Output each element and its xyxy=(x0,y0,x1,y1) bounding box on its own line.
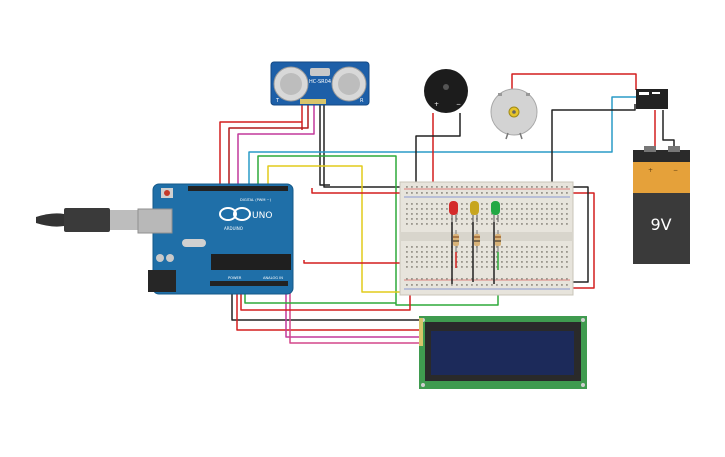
ultrasonic-side-label-left: T xyxy=(275,98,280,104)
breadboard-holes xyxy=(406,186,568,286)
resistors xyxy=(453,230,501,252)
piezo-buzzer[interactable]: + − xyxy=(424,69,468,113)
resistor-3[interactable] xyxy=(495,230,501,252)
wire-red-5v-rail xyxy=(311,188,405,194)
buzzer-minus-label: − xyxy=(456,101,461,108)
arduino-logo xyxy=(219,207,251,221)
dc-motor[interactable] xyxy=(490,88,538,140)
resistor-1[interactable] xyxy=(453,230,459,252)
wire-black-relay-battery xyxy=(662,110,675,150)
arduino-uno-label: UNO xyxy=(252,211,272,221)
ultrasonic-side-label-right: R xyxy=(360,98,364,104)
wire-red-gnd-breadboard xyxy=(240,283,411,311)
wire-red-ultrasonic-vcc xyxy=(219,121,303,186)
wire-black-rail-right xyxy=(566,186,589,283)
wire-black-ultrasonic-ground-2 xyxy=(323,104,405,188)
wire-red-rail-right xyxy=(570,192,595,289)
wires xyxy=(219,73,675,344)
lcd-display[interactable] xyxy=(419,316,587,389)
resistor-2[interactable] xyxy=(474,230,480,252)
wire-pink-lcd-scl xyxy=(289,290,420,344)
usb-cable xyxy=(36,213,64,227)
wire-black-lcd-gnd xyxy=(231,290,420,321)
led-green[interactable] xyxy=(491,201,500,222)
wire-magenta-lcd-sda xyxy=(285,290,420,338)
ultrasonic-sensor[interactable]: HC-SR04 T R xyxy=(270,61,370,106)
arduino-brand-label: ARDUINO xyxy=(224,226,243,231)
wire-cyan-relay xyxy=(248,96,636,186)
arduino-digital-label: DIGITAL (PWM ~) xyxy=(240,198,272,202)
arduino-uno[interactable]: UNO ARDUINO DIGITAL (PWM ~) POWER ANALOG… xyxy=(36,183,294,295)
wire-red-lcd-vcc xyxy=(236,290,420,331)
breadboard-jumpers xyxy=(451,222,499,284)
wire-green-led xyxy=(257,155,499,306)
led-red[interactable] xyxy=(449,201,458,222)
battery-9v[interactable]: + − 9V xyxy=(633,146,690,264)
relay[interactable] xyxy=(636,89,668,109)
wire-magenta-ultrasonic-echo xyxy=(237,104,315,186)
breadboard[interactable] xyxy=(399,181,574,296)
battery-voltage-label: 9V xyxy=(650,215,671,234)
wire-red-motor-relay xyxy=(511,73,637,91)
led-yellow[interactable] xyxy=(470,201,479,222)
battery-plus-label: + xyxy=(648,167,653,174)
arduino-power-label: POWER xyxy=(228,276,242,280)
buzzer-plus-label: + xyxy=(434,101,439,108)
wire-black-ultrasonic-ground xyxy=(319,104,330,186)
wire-darkred-ultrasonic-trig xyxy=(228,104,309,186)
battery-minus-label: − xyxy=(673,167,678,174)
ultrasonic-model-label: HC-SR04 xyxy=(309,79,331,85)
arduino-analog-label: ANALOG IN xyxy=(263,276,283,280)
